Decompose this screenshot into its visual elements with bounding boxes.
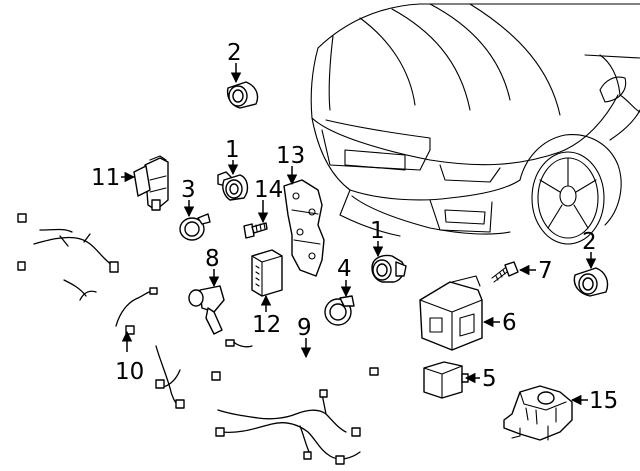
callout-5: 5 <box>482 366 497 392</box>
part-2-sensor-right <box>573 267 609 297</box>
part-12-module <box>251 249 283 297</box>
part-11-connector <box>133 155 169 211</box>
callout-12: 12 <box>252 312 281 338</box>
callout-2-right: 2 <box>582 229 597 255</box>
part-13-bracket <box>283 179 325 277</box>
part-14-bolt <box>243 222 268 239</box>
part-15-bracket-assembly <box>503 385 573 441</box>
callout-15: 15 <box>589 388 618 414</box>
callout-4: 4 <box>337 256 352 282</box>
callout-8: 8 <box>205 246 220 272</box>
callout-3: 3 <box>181 177 196 203</box>
part-8-sensor <box>188 285 225 335</box>
part-4-ring <box>324 295 355 326</box>
part-1-sensor-left <box>217 171 249 201</box>
callout-11: 11 <box>91 165 120 191</box>
part-3-ring <box>179 213 211 241</box>
callout-2-upper: 2 <box>227 40 242 66</box>
callout-1-left: 1 <box>225 137 240 163</box>
callout-6: 6 <box>502 310 517 336</box>
part-6-control-module <box>419 275 483 351</box>
vehicle-front-illustration <box>310 3 640 245</box>
part-9-wiring-harness <box>225 339 379 376</box>
part-2-sensor-upper <box>226 81 259 109</box>
callout-1-middle: 1 <box>370 218 385 244</box>
part-5-module <box>423 361 469 399</box>
callout-13: 13 <box>276 143 305 169</box>
part-1-sensor-middle <box>371 254 407 283</box>
callout-9: 9 <box>297 315 312 341</box>
part-10-main-wiring-harness <box>17 213 361 465</box>
callout-10: 10 <box>115 359 144 385</box>
callout-7: 7 <box>538 258 553 284</box>
part-7-screw <box>491 261 519 283</box>
callout-14: 14 <box>254 177 283 203</box>
